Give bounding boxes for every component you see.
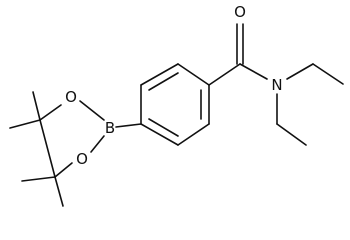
ring-bond-top-right xyxy=(177,63,210,86)
bond-ethyl1-ch2-to-ch3 xyxy=(312,63,344,85)
bond-ring-to-boron xyxy=(115,123,142,128)
bond-methyl-upper-a xyxy=(32,91,41,121)
benzene-ring xyxy=(140,63,210,146)
chemical-structure-diagram: O N B O O xyxy=(9,3,344,207)
ring-inner-bond-top xyxy=(148,72,179,91)
bond-ring-to-carbonyl xyxy=(208,63,241,86)
bond-pinacol-c-c xyxy=(39,119,56,178)
bond-upper-oxygen-to-carbon xyxy=(39,104,62,121)
bond-carbonyl-to-nitrogen xyxy=(239,63,268,80)
bond-methyl-lower-b xyxy=(54,176,64,207)
atom-label-carbonyl-oxygen: O xyxy=(234,3,246,21)
atom-label-ring-oxygen-upper: O xyxy=(65,88,77,106)
bond-boron-to-lower-oxygen xyxy=(90,135,105,153)
bond-methyl-upper-b xyxy=(9,119,41,129)
bond-nitrogen-to-ethyl1-ch2 xyxy=(286,63,314,80)
atom-label-nitrogen: N xyxy=(271,76,282,94)
ring-bond-bottom-left xyxy=(140,123,179,146)
ring-inner-bond-bottom xyxy=(148,118,179,137)
atom-label-ring-oxygen-lower: O xyxy=(76,150,88,168)
bond-lower-oxygen-to-carbon xyxy=(54,162,73,178)
ring-bond-top-left xyxy=(140,63,179,86)
atom-label-boron: B xyxy=(105,119,115,137)
bond-ethyl2-ch2-to-ch3 xyxy=(276,123,307,146)
bond-boron-to-upper-oxygen xyxy=(79,100,105,121)
atom-labels: O N B O O xyxy=(65,3,283,168)
ring-bond-bottom-right xyxy=(177,123,210,146)
bond-methyl-lower-a xyxy=(21,176,56,182)
amide-group xyxy=(208,23,344,146)
pinacol-boronate-group xyxy=(9,91,142,207)
